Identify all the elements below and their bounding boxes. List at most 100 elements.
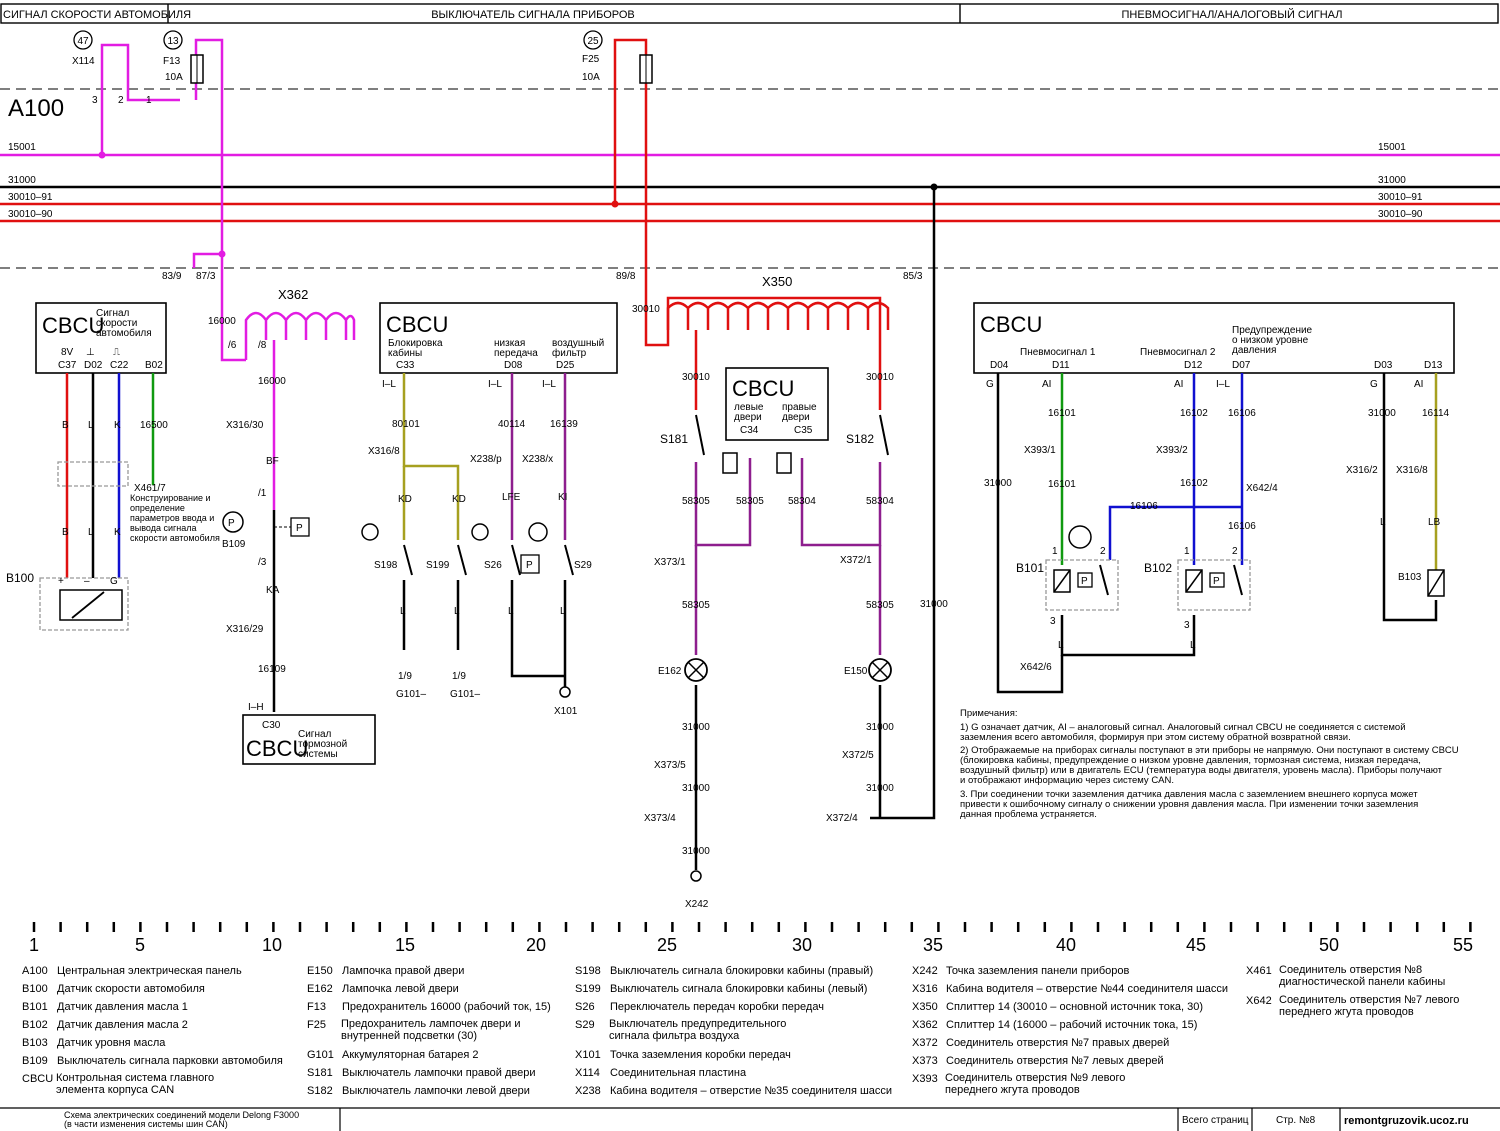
svg-text:давления: давления <box>1232 345 1276 356</box>
svg-text:KD: KD <box>398 494 412 505</box>
svg-text:3: 3 <box>1050 616 1056 627</box>
sensor-b101: P <box>1045 559 1119 611</box>
svg-text:87/3: 87/3 <box>196 271 216 282</box>
svg-text:58305: 58305 <box>866 600 894 611</box>
door-switches <box>695 414 889 456</box>
svg-text:G: G <box>986 379 994 390</box>
x114-label: X114 <box>72 56 95 67</box>
ruler-ticks <box>32 922 1472 932</box>
svg-text:C34: C34 <box>740 425 759 436</box>
bus-label-15001-left: 15001 <box>8 142 36 153</box>
svg-text:передача: передача <box>494 348 538 359</box>
svg-text:31000: 31000 <box>984 478 1012 489</box>
svg-text:31000: 31000 <box>1368 408 1396 419</box>
bus-label-31000-left: 31000 <box>8 175 36 186</box>
svg-text:16102: 16102 <box>1180 408 1208 419</box>
svg-text:автомобиля: автомобиля <box>96 327 152 339</box>
svg-text:47: 47 <box>77 36 89 47</box>
ruler-number: 10 <box>262 935 282 955</box>
svg-text:S198: S198 <box>575 965 601 977</box>
x101-ground-point <box>559 686 571 698</box>
svg-text:1: 1 <box>146 95 152 106</box>
header-bar: СИГНАЛ СКОРОСТИ АВТОМОБИЛЯ ВЫКЛЮЧАТЕЛЬ С… <box>0 3 1499 24</box>
svg-text:двери: двери <box>734 412 762 423</box>
wire-f13-output <box>194 38 246 362</box>
svg-text:G101: G101 <box>307 1049 334 1061</box>
svg-text:1: 1 <box>1052 546 1058 557</box>
svg-text:I–L: I–L <box>382 379 396 390</box>
svg-text:16102: 16102 <box>1180 478 1208 489</box>
svg-text:89/8: 89/8 <box>616 271 636 282</box>
svg-text:Переключатель передач коробки: Переключатель передач коробки передач <box>610 1001 824 1013</box>
svg-text:S26: S26 <box>575 1001 595 1013</box>
svg-text:C35: C35 <box>794 425 813 436</box>
svg-text:X372/1: X372/1 <box>840 555 872 566</box>
svg-text:B: B <box>62 420 69 431</box>
svg-text:E162: E162 <box>658 666 682 677</box>
svg-text:Центральная электрическая пане: Центральная электрическая панель <box>57 965 242 977</box>
ruler-number: 1 <box>29 935 39 955</box>
cbcu-brake-module: I–H C30 CBCU Сигнал тормозной системы <box>242 702 376 765</box>
svg-text:/8: /8 <box>258 340 267 351</box>
svg-text:25: 25 <box>587 36 599 47</box>
svg-text:16106: 16106 <box>1228 521 1256 532</box>
splitter-x362: X362 16000 /6 /8 83/9 87/3 <box>162 271 356 360</box>
wire-f25-x350 <box>613 38 882 347</box>
wire-left-door-58305 <box>694 458 752 547</box>
ruler-numbers: 1 5 10 15 20 25 30 35 40 45 50 55 <box>29 935 1473 955</box>
svg-text:G: G <box>110 576 118 587</box>
wire-83-9 <box>192 252 222 268</box>
svg-text:X393/2: X393/2 <box>1156 445 1188 456</box>
svg-text:KD: KD <box>452 494 466 505</box>
svg-text:Сплиттер 14 (16000 – рабочий и: Сплиттер 14 (16000 – рабочий источник то… <box>946 1019 1197 1031</box>
svg-text:D08: D08 <box>504 360 523 371</box>
header-section-pneumo: ПНЕВМОСИГНАЛ/АНАЛОГОВЫЙ СИГНАЛ <box>1122 8 1343 21</box>
svg-text:16106: 16106 <box>1130 501 1158 512</box>
svg-text:Сплиттер 14 (30010 – основной: Сплиттер 14 (30010 – основной источник т… <box>946 1001 1203 1013</box>
svg-text:привести к ошибочному сигналу: привести к ошибочному сигналу о снижении… <box>960 799 1418 810</box>
svg-text:F25: F25 <box>307 1019 326 1031</box>
connector-speed <box>57 461 129 487</box>
f13-label: F13 <box>163 56 181 67</box>
svg-text:58305: 58305 <box>682 496 710 507</box>
svg-text:правые: правые <box>782 402 817 413</box>
sensor-b102: P <box>1177 559 1251 611</box>
svg-text:AI: AI <box>1174 379 1183 390</box>
svg-text:B102: B102 <box>22 1019 48 1031</box>
svg-text:S182: S182 <box>846 432 874 446</box>
svg-text:двери: двери <box>782 412 810 423</box>
svg-text:X101: X101 <box>575 1049 601 1061</box>
svg-text:58304: 58304 <box>866 496 894 507</box>
svg-text:C22: C22 <box>110 360 129 371</box>
svg-text:S181: S181 <box>307 1067 333 1079</box>
footer-model-title: Схема электрических соединений модели De… <box>64 1110 299 1120</box>
svg-text:D03: D03 <box>1374 360 1393 371</box>
header-section-switch: ВЫКЛЮЧАТЕЛЬ СИГНАЛА ПРИБОРОВ <box>431 9 635 21</box>
svg-text:B101: B101 <box>1016 561 1044 575</box>
x350-label: X350 <box>762 274 792 289</box>
cbcu-pneumo-title: CBCU <box>980 312 1042 337</box>
svg-text:/3: /3 <box>258 557 267 568</box>
svg-text:AI: AI <box>1414 379 1423 390</box>
svg-text:⊥: ⊥ <box>86 347 95 358</box>
svg-text:P: P <box>228 518 235 529</box>
footer-bar: Схема электрических соединений модели De… <box>0 1107 1500 1131</box>
svg-text:X393/1: X393/1 <box>1024 445 1056 456</box>
svg-text:30010: 30010 <box>632 304 660 315</box>
svg-text:X362: X362 <box>912 1019 938 1031</box>
cbcu-main-title: CBCU <box>386 312 448 337</box>
svg-text:Датчик давления масла 2: Датчик давления масла 2 <box>57 1019 188 1031</box>
svg-text:X372/4: X372/4 <box>826 813 858 824</box>
lamp-e162 <box>684 658 708 682</box>
svg-text:L: L <box>454 606 460 617</box>
ruler-number: 40 <box>1056 935 1076 955</box>
main-switches <box>403 544 574 576</box>
cbcu-doors-title: CBCU <box>732 376 794 401</box>
f25-rating: 10A <box>582 72 600 83</box>
svg-text:B02: B02 <box>145 360 163 371</box>
svg-text:Выключатель сигнала блокировки: Выключатель сигнала блокировки кабины (л… <box>610 983 867 995</box>
svg-text:16109: 16109 <box>258 664 286 675</box>
cab-lock-icon <box>361 523 379 541</box>
